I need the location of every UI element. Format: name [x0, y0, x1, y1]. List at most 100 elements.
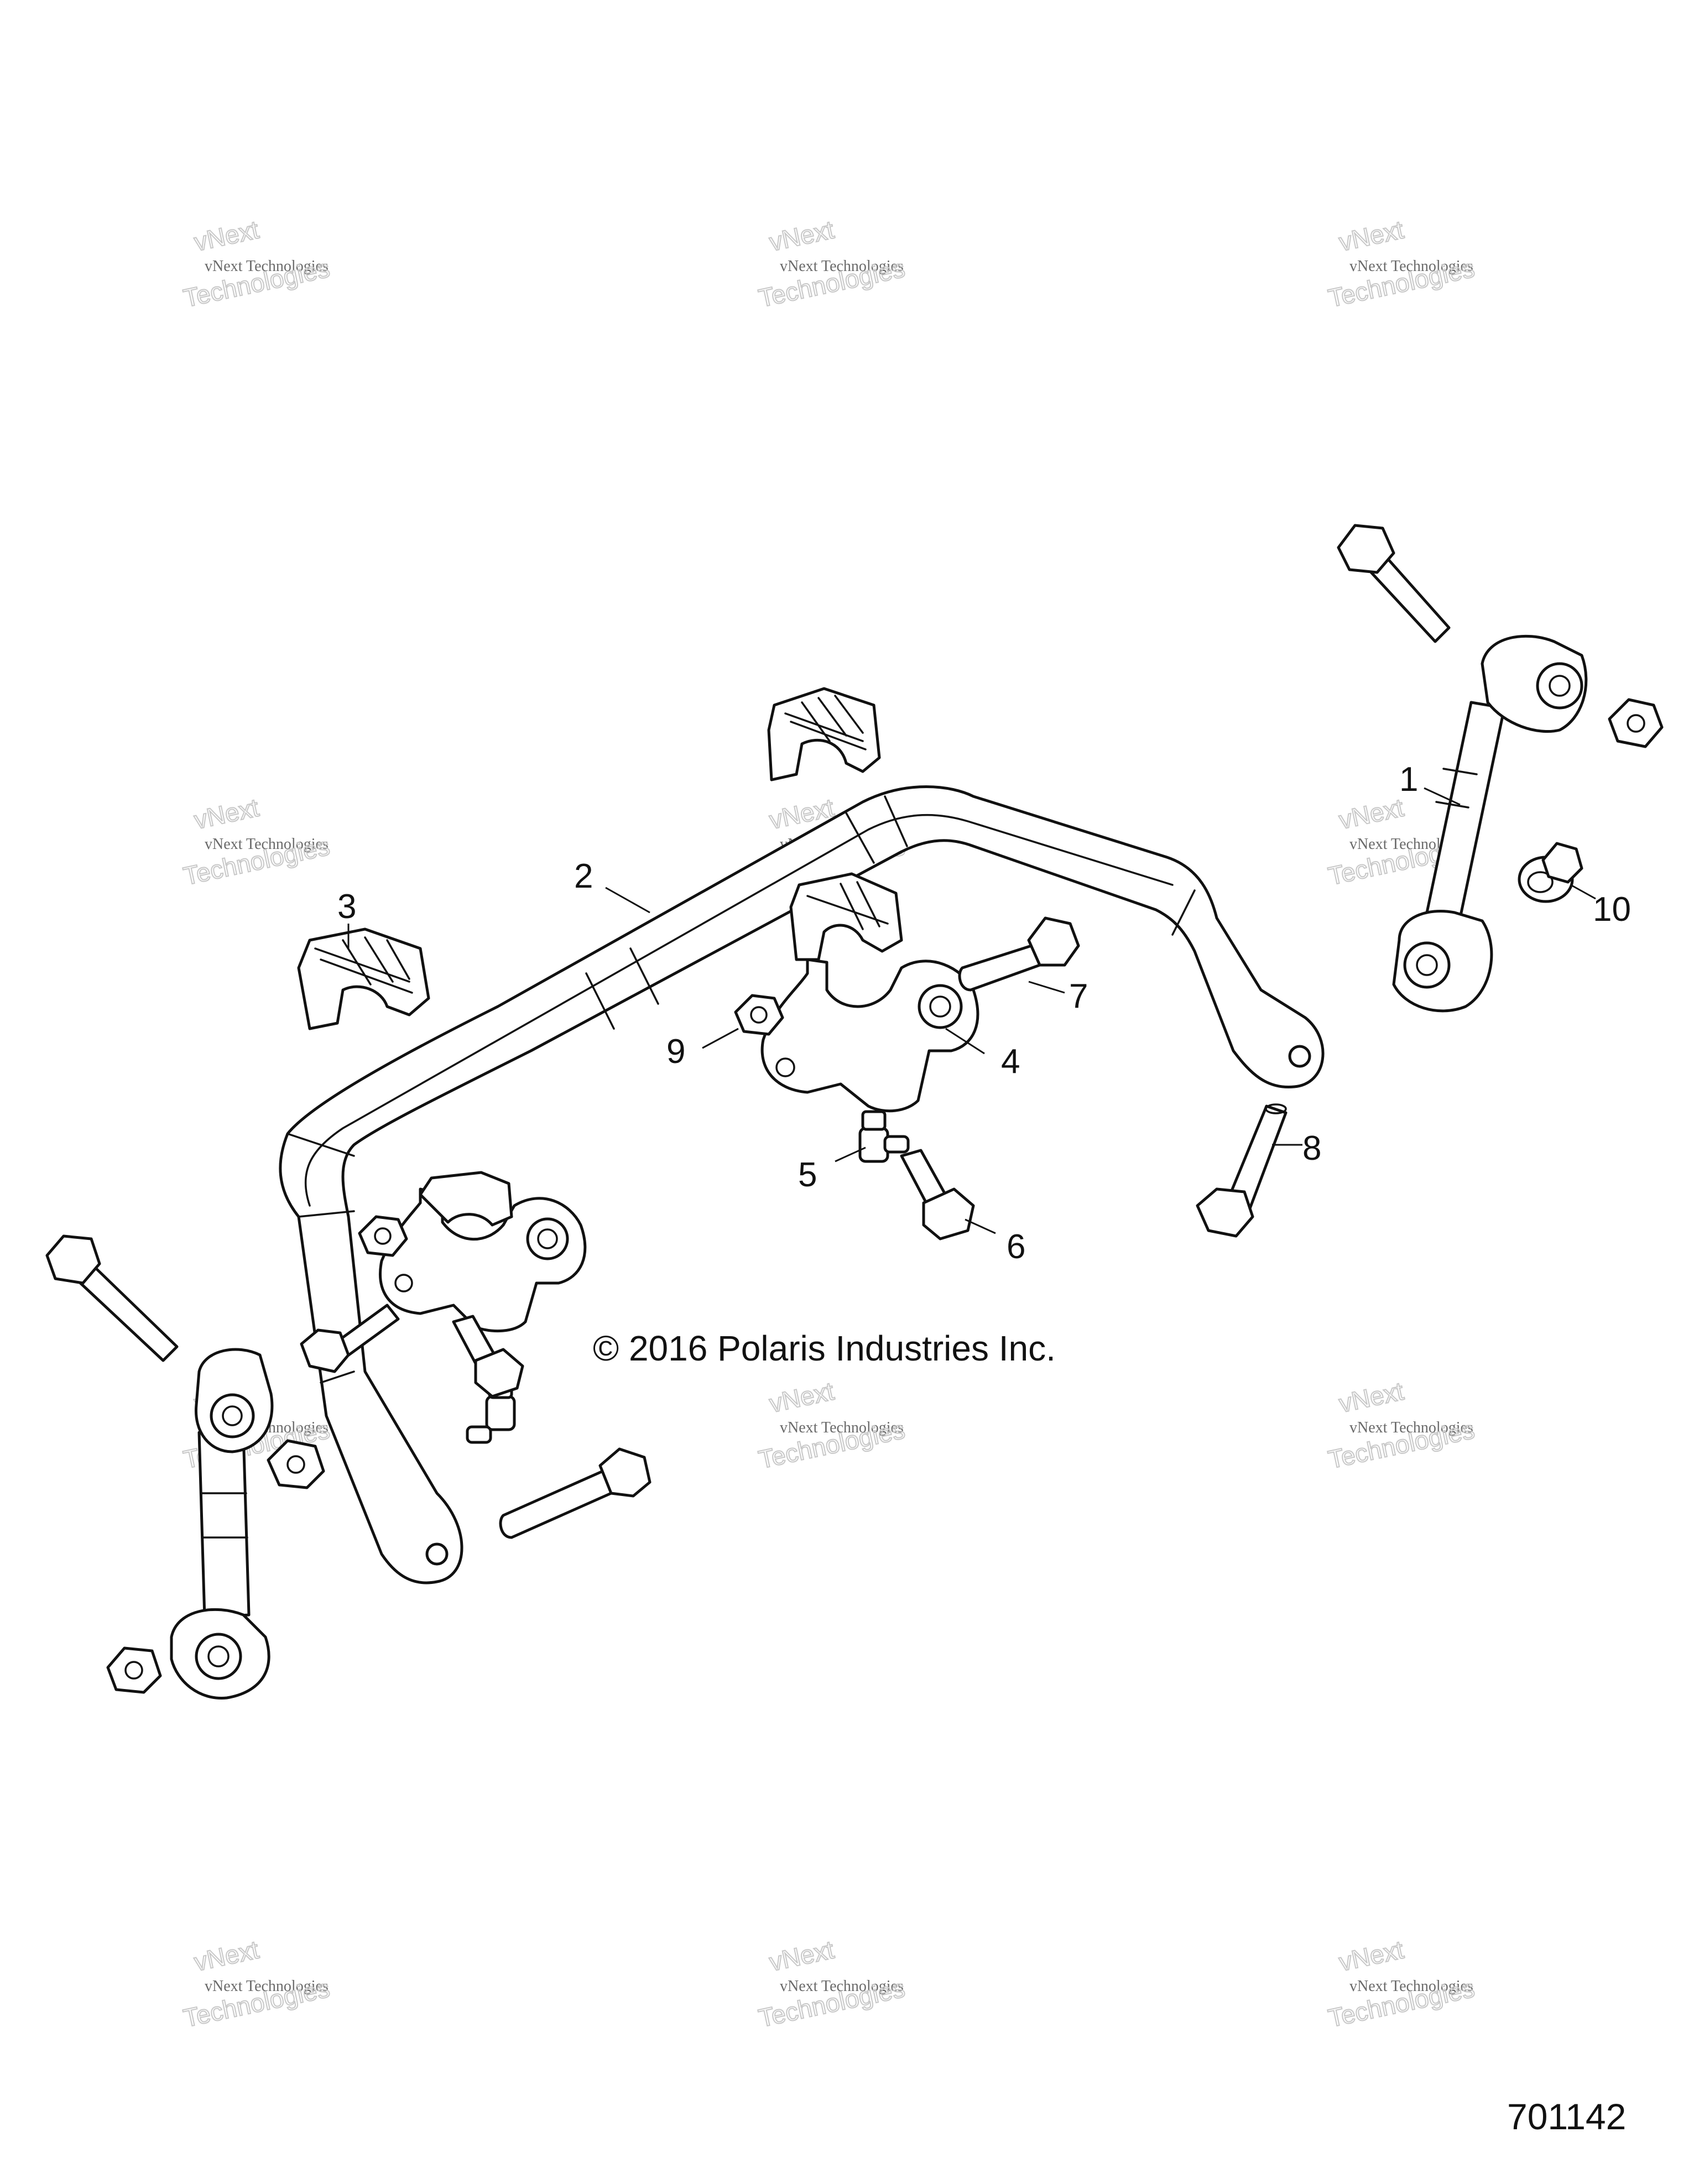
watermark-text: vNext Technologies — [780, 1419, 904, 1436]
leader-6 — [965, 1218, 996, 1234]
leader-lines — [347, 787, 1596, 1234]
stabilizer-bar-body — [279, 785, 1325, 1584]
nut-hole — [1627, 714, 1645, 733]
nut-10 — [1518, 842, 1583, 903]
nut-hex — [1541, 842, 1583, 884]
bolt-head — [1027, 916, 1080, 967]
leader-2 — [605, 887, 650, 914]
grease-fitting-base — [861, 1110, 887, 1131]
bushing-rib — [834, 695, 864, 734]
watermark-vnext: vNext — [191, 1935, 261, 1977]
bolt-shank — [499, 1469, 613, 1539]
bushing-left-clamp — [419, 1171, 513, 1227]
watermark-text: vNext Technologies — [205, 258, 329, 275]
callout-1: 1 — [1399, 760, 1418, 799]
link-eye-top-bushing — [1536, 662, 1583, 710]
bar-band — [585, 972, 615, 1030]
nut-hex — [734, 994, 784, 1036]
bar-band — [298, 1210, 355, 1218]
grease-fitting-nozzle — [466, 1425, 492, 1444]
leader-10 — [1570, 884, 1596, 900]
callout-4: 4 — [1001, 1043, 1020, 1081]
long-bolt-left-lower — [499, 1447, 652, 1539]
bushing-rib — [840, 883, 864, 930]
long-bolt-8 — [1196, 1103, 1288, 1238]
nut-hole — [750, 1006, 768, 1024]
link-rod-band — [1442, 768, 1478, 775]
link-eye-top-hole — [222, 1405, 243, 1426]
link-nut-bottom — [106, 1646, 162, 1694]
link-eye-bottom-bushing — [1403, 941, 1451, 989]
nut-9 — [734, 994, 784, 1036]
link-bolt-head — [45, 1234, 101, 1285]
bushing-rib — [386, 939, 410, 980]
bushing-eye — [918, 984, 963, 1029]
callout-9: 9 — [666, 1033, 685, 1071]
bolt-head — [1196, 1187, 1254, 1238]
bushing-rib — [364, 936, 394, 983]
watermark-vnext: vNext — [191, 793, 261, 835]
bolt-head — [922, 1187, 975, 1240]
watermark: vNext vNext Technologies Technologies — [1325, 1376, 1477, 1475]
link-rod-band — [1435, 801, 1469, 809]
watermark-vnext: vNext — [1336, 215, 1406, 257]
callout-5: 5 — [798, 1156, 817, 1194]
watermark-text: vNext Technologies — [205, 1978, 329, 1995]
callout-6: 6 — [1007, 1228, 1025, 1266]
bushing-eye — [526, 1217, 569, 1260]
watermark-text: vNext Technologies — [1349, 1978, 1473, 1995]
leader-5 — [835, 1146, 866, 1163]
watermark-text: vNext Technologies — [1349, 1419, 1473, 1436]
bar-band — [320, 1370, 355, 1384]
watermark: vNext vNext Technologies Technologies — [180, 1935, 332, 2034]
link-eye-bottom-bushing — [195, 1633, 242, 1680]
nut-hole — [124, 1661, 143, 1680]
short-bolt-left — [452, 1315, 524, 1398]
watermark-vnext: vNext — [191, 215, 261, 257]
watermark-text: vNext Technologies — [780, 1978, 904, 1995]
bushing-rib — [856, 881, 880, 927]
nut-hex — [358, 1215, 408, 1257]
watermark: vNext vNext Technologies Technologies — [755, 1935, 908, 2034]
leader-7 — [1028, 981, 1065, 994]
link-eye-bottom-hole — [1416, 954, 1438, 976]
watermark: vNext vNext Technologies Technologies — [1325, 1935, 1477, 2034]
copyright-notice: © 2016 Polaris Industries Inc. — [593, 1328, 1056, 1368]
watermark-vnext: vNext — [1336, 1935, 1406, 1977]
link-eye-bottom-hole — [207, 1645, 230, 1667]
bar-band — [845, 812, 875, 864]
bar-end-eye-left — [425, 1542, 449, 1566]
bushing-rib — [806, 895, 889, 925]
callout-8: 8 — [1302, 1129, 1321, 1167]
watermark: vNext vNext Technologies Technologies — [180, 793, 332, 892]
watermark-vnext: vNext — [767, 1935, 836, 1977]
bolt-head — [598, 1447, 652, 1498]
nut-left-bracket — [358, 1215, 408, 1257]
stabilizer-bar — [279, 785, 1325, 1584]
watermark-text: vNext Technologies — [1349, 258, 1473, 275]
document-number: 701142 — [1507, 2096, 1626, 2137]
grease-fitting-center — [858, 1110, 910, 1163]
bushing-body — [789, 872, 903, 961]
bolt-shank — [958, 944, 1041, 992]
bushing-center — [789, 872, 903, 961]
mount-hole — [394, 1274, 413, 1292]
leader-9 — [702, 1028, 739, 1049]
callouts: 1 2 3 4 5 6 7 8 9 10 — [337, 760, 1631, 1266]
link-rod — [1425, 701, 1506, 920]
nut-hole — [374, 1227, 392, 1245]
watermark: vNext vNext Technologies Technologies — [180, 215, 332, 314]
callout-10: 10 — [1593, 890, 1631, 929]
nut-hole — [286, 1455, 305, 1474]
watermark: vNext vNext Technologies Technologies — [755, 215, 908, 314]
bushing-rib — [790, 721, 867, 750]
long-bolt-7 — [958, 916, 1080, 992]
bushing-rib — [342, 939, 372, 986]
bushing-left — [297, 927, 430, 1030]
clamp-bracket-body — [760, 958, 979, 1113]
bushing-rib — [314, 947, 410, 983]
bolt-tip — [1265, 1103, 1287, 1114]
bar-end-eye-right — [1288, 1045, 1311, 1068]
grease-fitting-body — [485, 1395, 516, 1431]
